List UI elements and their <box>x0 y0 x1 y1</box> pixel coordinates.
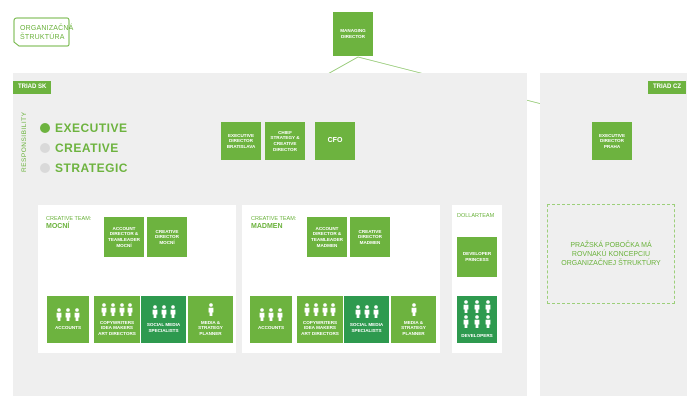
account-director-madmen-box: ACCOUNT DIRECTOR & TEAMLEADER MADMEN <box>307 217 347 257</box>
people-icon <box>355 305 378 319</box>
executive-director-praha-box: EXECUTIVE DIRECTOR PRAHA <box>592 122 632 160</box>
executive-director-bratislava-box: EXECUTIVE DIRECTOR BRATISLAVA <box>221 122 261 160</box>
role-social-media-madmen: SOCIAL MEDIA SPECIALISTS <box>344 296 389 343</box>
managing-director-box: MANAGING DIRECTOR <box>333 12 373 56</box>
person-icon <box>411 302 416 316</box>
people-icon <box>463 300 491 329</box>
team-title-mocni: CREATIVE TEAM: MOCNÍ <box>46 216 91 230</box>
team-name: MADMEN <box>251 223 283 230</box>
role-media-strategy-madmen: MEDIA & STRATEGY PLANNER <box>391 296 436 343</box>
logo-frame <box>13 17 70 47</box>
role-social-media-mocni: SOCIAL MEDIA SPECIALISTS <box>141 296 186 343</box>
role-label: MEDIA & STRATEGY PLANNER <box>198 319 223 336</box>
people-icon <box>304 302 336 316</box>
role-label: COPYWRITERS IDEA MAKERS ART DIRECTORS <box>301 319 339 336</box>
legend-creative: CREATIVE <box>55 141 119 155</box>
region-tag-cz: TRIAD CZ <box>648 81 686 94</box>
role-label: ACCOUNTS <box>54 325 82 331</box>
executive-dot-icon <box>40 123 50 133</box>
logo-line-1: ORGANIZAČNÁ <box>20 25 74 32</box>
role-label: SOCIAL MEDIA SPECIALISTS <box>349 322 384 333</box>
legend-executive: EXECUTIVE <box>55 121 128 135</box>
creative-dot-icon <box>40 143 50 153</box>
cfo-box: CFO <box>315 122 355 160</box>
role-copywriters-mocni: COPYWRITERS IDEA MAKERS ART DIRECTORS <box>94 296 140 343</box>
role-accounts-mocni: ACCOUNTS <box>47 296 89 343</box>
responsibility-label: RESPONSIBILITY <box>21 111 28 172</box>
team-name: MOCNÍ <box>46 223 70 230</box>
logo-text: ORGANIZAČNÁ ŠTRUKTÚRA <box>20 24 74 42</box>
praha-note-text: PRAŽSKÁ POBOČKA MÁ ROVNAKÚ KONCEPCIU ORG… <box>561 241 661 267</box>
people-icon <box>101 302 133 316</box>
role-developers: DEVELOPERS <box>457 296 497 343</box>
region-tag-sk: TRIAD SK <box>13 81 52 94</box>
praha-branch-note: PRAŽSKÁ POBOČKA MÁ ROVNAKÚ KONCEPCIU ORG… <box>547 204 675 304</box>
role-accounts-madmen: ACCOUNTS <box>250 296 292 343</box>
role-label: ACCOUNTS <box>257 325 285 331</box>
account-director-mocni-box: ACCOUNT DIRECTOR & TEAMLEADER MOCNÍ <box>104 217 144 257</box>
creative-director-madmen-box: CREATIVE DIRECTOR MADMEN <box>350 217 390 257</box>
role-copywriters-madmen: COPYWRITERS IDEA MAKERS ART DIRECTORS <box>297 296 343 343</box>
people-icon <box>259 308 283 322</box>
developer-princess-box: DEVELOPER PRINCESS <box>457 237 497 277</box>
role-label: COPYWRITERS IDEA MAKERS ART DIRECTORS <box>98 319 136 336</box>
role-label: DEVELOPERS <box>461 333 493 339</box>
role-media-strategy-mocni: MEDIA & STRATEGY PLANNER <box>188 296 233 343</box>
chief-strategy-creative-director-box: CHIEF STRATEGY & CREATIVE DIRECTOR <box>265 122 305 160</box>
people-icon <box>152 305 175 319</box>
team-caption: CREATIVE TEAM: <box>46 216 92 222</box>
team-title-dollarteam: DOLLARTEAM <box>457 213 494 220</box>
team-caption: DOLLARTEAM <box>457 213 495 219</box>
strategic-dot-icon <box>40 163 50 173</box>
logo-line-2: ŠTRUKTÚRA <box>20 34 65 41</box>
legend-strategic: STRATEGIC <box>55 161 128 175</box>
team-title-madmen: CREATIVE TEAM: MADMEN <box>251 216 296 230</box>
role-label: SOCIAL MEDIA SPECIALISTS <box>146 322 181 333</box>
people-icon <box>56 308 80 322</box>
person-icon <box>208 302 213 316</box>
creative-director-mocni-box: CREATIVE DIRECTOR MOCNÍ <box>147 217 187 257</box>
team-caption: CREATIVE TEAM: <box>251 216 297 222</box>
role-label: MEDIA & STRATEGY PLANNER <box>401 319 426 336</box>
